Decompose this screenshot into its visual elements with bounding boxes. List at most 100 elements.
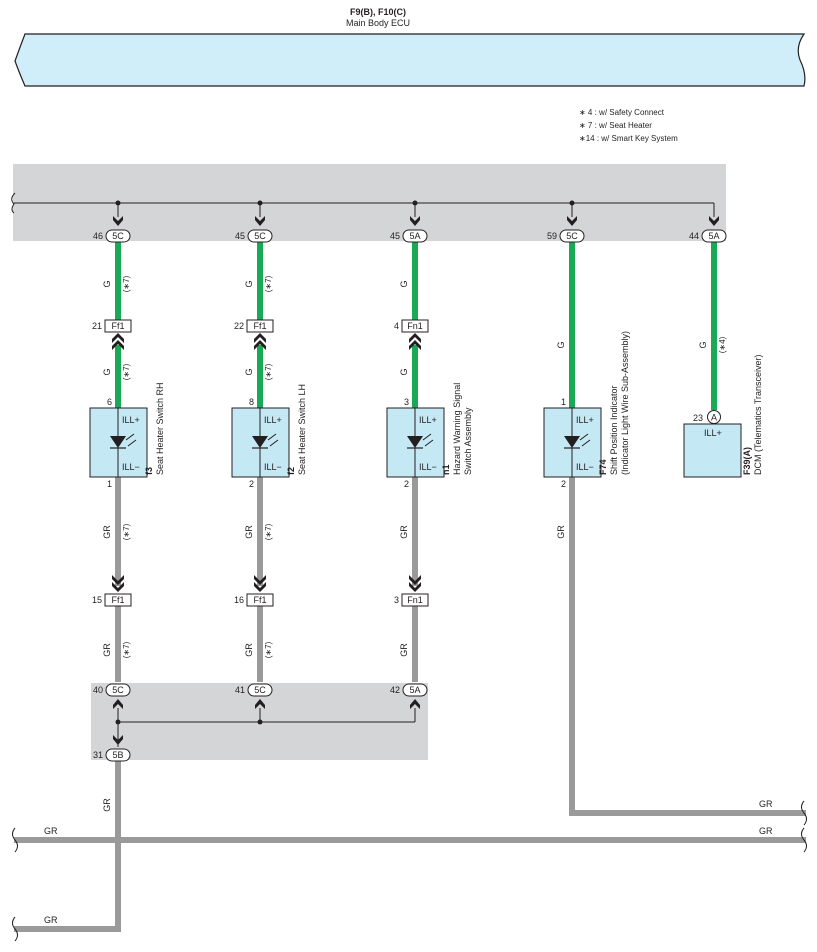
svg-text:(∗7): (∗7) bbox=[264, 275, 273, 292]
green-wire-labels: G (∗7) G (∗7) G G (∗7) G (∗7) G G G (∗4) bbox=[102, 275, 727, 380]
svg-text:G: G bbox=[698, 341, 708, 348]
svg-text:2: 2 bbox=[404, 479, 409, 489]
component-f2: 8 ILL+ ILL− 2 f2 Seat Heater Switch LH bbox=[231, 384, 307, 489]
svg-text:41: 41 bbox=[235, 685, 245, 695]
component-n1-code: n1 bbox=[441, 464, 451, 475]
component-f74: 1 ILL+ ILL− 2 F74 Shift Position Indicat… bbox=[543, 331, 630, 489]
svg-text:2: 2 bbox=[561, 479, 566, 489]
svg-text:GR: GR bbox=[102, 798, 112, 812]
svg-text:ILL−: ILL− bbox=[122, 462, 140, 472]
led-symbol bbox=[564, 436, 580, 448]
bottom-pin-5a-42: 42 5A bbox=[390, 683, 428, 697]
component-n1: 3 ILL+ ILL− 2 n1 Hazard Warning Signal S… bbox=[386, 383, 473, 489]
svg-text:45: 45 bbox=[390, 231, 400, 241]
svg-text:GR: GR bbox=[102, 525, 112, 539]
svg-text:Ff1: Ff1 bbox=[111, 321, 124, 331]
svg-text:5C: 5C bbox=[254, 685, 266, 695]
svg-text:ILL−: ILL− bbox=[419, 462, 437, 472]
led-symbol bbox=[110, 436, 126, 448]
top-pin-5c-45: 45 5C bbox=[235, 229, 273, 243]
component-f74-code: F74 bbox=[598, 459, 608, 475]
svg-text:6: 6 bbox=[107, 397, 112, 407]
ecu-name: Main Body ECU bbox=[346, 18, 410, 28]
top-bus-break bbox=[11, 192, 16, 214]
svg-text:(∗7): (∗7) bbox=[122, 275, 131, 292]
upper-splice-ff1-22: 22 Ff1 bbox=[234, 319, 274, 350]
svg-text:2: 2 bbox=[249, 479, 254, 489]
svg-text:4: 4 bbox=[394, 321, 399, 331]
svg-text:(∗7): (∗7) bbox=[264, 363, 273, 380]
option-notes: ∗ 4 : w/ Safety Connect ∗ 7 : w/ Seat He… bbox=[579, 108, 678, 143]
component-f3: 6 ILL+ ILL− 1 f3 Seat Heater Switch RH bbox=[89, 382, 165, 489]
lower-splice-ff1-16: 16 Ff1 bbox=[234, 575, 274, 607]
svg-text:5B: 5B bbox=[112, 750, 123, 760]
svg-text:GR: GR bbox=[44, 826, 58, 836]
svg-text:GR: GR bbox=[759, 826, 773, 836]
svg-text:A: A bbox=[711, 413, 717, 423]
svg-text:5C: 5C bbox=[566, 231, 578, 241]
svg-text:(∗4): (∗4) bbox=[718, 336, 727, 353]
svg-text:1: 1 bbox=[561, 397, 566, 407]
note-seat-heater: ∗ 7 : w/ Seat Heater bbox=[579, 121, 652, 130]
svg-text:(∗7): (∗7) bbox=[264, 641, 273, 658]
svg-text:8: 8 bbox=[249, 397, 254, 407]
svg-text:22: 22 bbox=[234, 321, 244, 331]
svg-text:(∗7): (∗7) bbox=[122, 523, 131, 540]
svg-text:(∗7): (∗7) bbox=[264, 523, 273, 540]
svg-text:15: 15 bbox=[92, 595, 102, 605]
svg-text:ILL+: ILL+ bbox=[576, 415, 594, 425]
svg-text:GR: GR bbox=[244, 525, 254, 539]
svg-text:44: 44 bbox=[689, 231, 699, 241]
svg-text:G: G bbox=[244, 280, 254, 287]
component-n1-name-2: Switch Assembly bbox=[463, 407, 473, 475]
svg-text:23: 23 bbox=[693, 413, 703, 423]
lower-splice-fn1-3: 3 Fn1 bbox=[394, 575, 429, 607]
svg-text:5C: 5C bbox=[112, 231, 124, 241]
svg-text:42: 42 bbox=[390, 685, 400, 695]
wire-breaks bbox=[12, 800, 807, 942]
svg-text:ILL+: ILL+ bbox=[704, 428, 722, 438]
svg-text:3: 3 bbox=[394, 595, 399, 605]
component-n1-name: Hazard Warning Signal bbox=[452, 383, 462, 475]
svg-text:G: G bbox=[102, 280, 112, 287]
component-f74-name-2: (Indicator Light Wire Sub-Assembly) bbox=[620, 331, 630, 475]
svg-text:46: 46 bbox=[93, 231, 103, 241]
top-pin-5a-44: 44 5A bbox=[689, 229, 727, 243]
component-f74-name: Shift Position Indicator bbox=[609, 385, 619, 475]
svg-text:ILL+: ILL+ bbox=[419, 415, 437, 425]
dcm-name: DCM (Telematics Transceiver) bbox=[753, 354, 763, 475]
lower-splice-ff1-15: 15 Ff1 bbox=[92, 575, 132, 607]
top-pin-5c-59: 59 5C bbox=[547, 229, 585, 243]
svg-text:GR: GR bbox=[556, 525, 566, 539]
svg-text:40: 40 bbox=[93, 685, 103, 695]
svg-text:G: G bbox=[556, 341, 566, 348]
top-pin-5c-46: 46 5C bbox=[93, 229, 131, 243]
svg-text:(∗7): (∗7) bbox=[122, 363, 131, 380]
svg-text:G: G bbox=[102, 368, 112, 375]
svg-text:Fn1: Fn1 bbox=[407, 321, 423, 331]
ecu-bar bbox=[14, 33, 806, 87]
led-symbol bbox=[252, 436, 268, 448]
component-f3-code: f3 bbox=[144, 467, 154, 475]
bottom-bus-nodes bbox=[115, 719, 263, 725]
svg-text:(∗7): (∗7) bbox=[122, 641, 131, 658]
svg-text:GR: GR bbox=[399, 525, 409, 539]
gray-wire-labels: GR (∗7) GR (∗7) GR GR GR (∗7) GR (∗7) GR… bbox=[44, 523, 773, 925]
main-body-ecu: F9(B), F10(C) Main Body ECU bbox=[14, 7, 806, 87]
svg-text:GR: GR bbox=[759, 799, 773, 809]
exit-pin-5b-31: 31 5B bbox=[93, 748, 131, 762]
svg-text:Ff1: Ff1 bbox=[111, 595, 124, 605]
svg-text:45: 45 bbox=[235, 231, 245, 241]
svg-text:5A: 5A bbox=[409, 685, 420, 695]
svg-text:31: 31 bbox=[93, 750, 103, 760]
upper-splice-ff1-21: 21 Ff1 bbox=[92, 319, 132, 350]
svg-text:5C: 5C bbox=[112, 685, 124, 695]
upper-splice-fn1-4: 4 Fn1 bbox=[394, 319, 429, 350]
svg-text:GR: GR bbox=[44, 915, 58, 925]
bottom-pin-5c-41: 41 5C bbox=[235, 683, 273, 697]
note-smart-key: ∗14 : w/ Smart Key System bbox=[579, 134, 678, 143]
svg-text:59: 59 bbox=[547, 231, 557, 241]
svg-text:GR: GR bbox=[102, 643, 112, 657]
svg-text:5A: 5A bbox=[708, 231, 719, 241]
